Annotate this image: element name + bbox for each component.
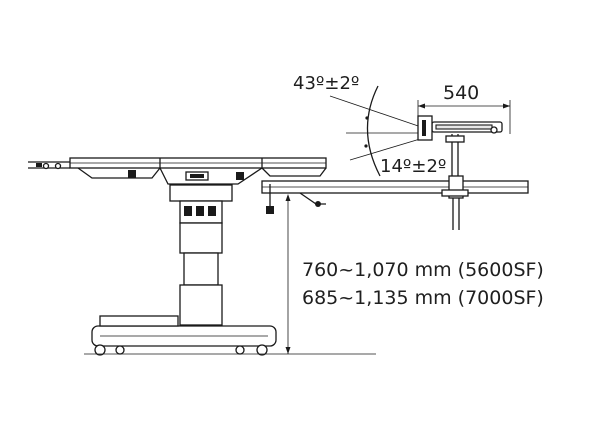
column-middle [183,252,219,286]
angle-down-line [349,135,431,161]
angle-arc [366,85,381,177]
column-head [169,184,233,202]
armboard-post-cap [445,135,465,143]
control-port-3 [208,206,216,216]
height-arrow-top [285,194,291,201]
armboard-top-view [417,100,511,178]
dimension-arrow-right [503,103,510,109]
armboard-length-label: 540 [443,82,480,104]
head-knob-1 [42,162,50,170]
height-dimension [84,194,376,355]
side-clamp-handle [266,206,274,214]
back-section-underframe [77,167,161,179]
rail-knob-1 [128,170,136,178]
rail-lever-knob [315,201,321,207]
rail-lever [299,192,326,205]
leg-section-underframe [261,167,327,177]
control-port-2 [196,206,204,216]
rail-knob-2 [236,172,244,180]
base-cover-left [99,315,179,327]
caster-right [256,344,268,356]
dimension-arrow-left [418,103,425,109]
extension-rail [261,175,529,230]
angle-indicator [329,85,431,177]
caster-left-2 [115,345,125,355]
control-port-1 [184,206,192,216]
head-knob-2 [54,162,62,170]
caster-left [94,344,106,356]
seat-section-underframe [159,167,263,185]
head-clamp [36,163,42,167]
column-upper [179,222,223,254]
armboard-clamp-core [422,120,426,136]
arc-marker-top [365,116,369,120]
arc-marker-bottom [364,144,368,148]
armboard-knob [490,126,498,134]
armboard-pad [435,124,493,130]
table-top [28,157,327,214]
height-range-7000sf-label: 685~1,135 mm (7000SF) [302,287,544,309]
brand-plate-mark [190,174,204,178]
column-lower [179,284,223,326]
caster-right-2 [235,345,245,355]
height-range-5600sf-label: 760~1,070 mm (5600SF) [302,259,544,281]
height-arrow-bottom [285,347,291,354]
tilt-up-angle-label: 43º±2º [293,73,360,94]
angle-up-line [329,95,431,131]
rail-clamp-base [441,189,469,197]
tilt-down-angle-label: 14º±2º [380,156,447,177]
table-column [91,184,277,356]
